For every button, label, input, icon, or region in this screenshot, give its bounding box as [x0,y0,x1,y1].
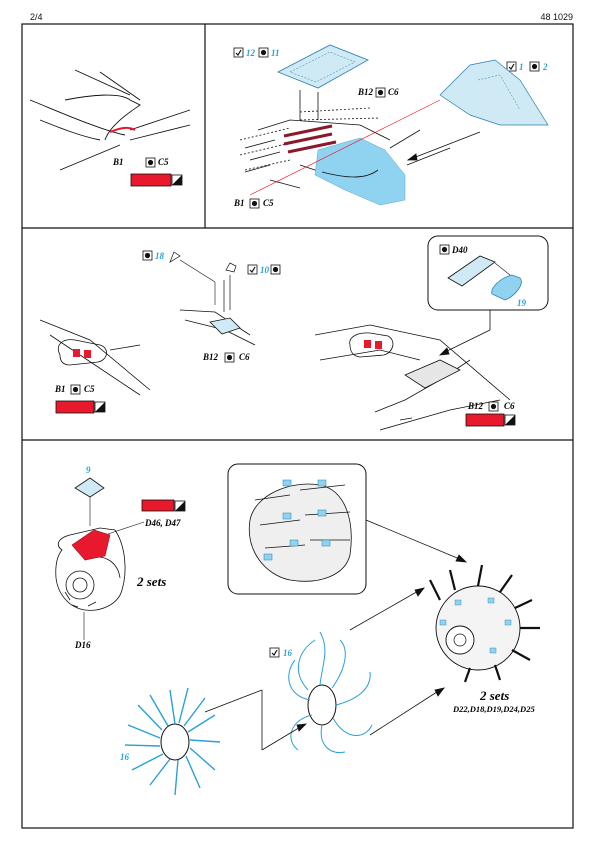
bend-icon [269,647,280,658]
red-color-swatch [130,173,172,187]
paint-chip-icon [258,47,269,58]
red-color-swatch [141,499,175,512]
paint-chip-icon [249,198,260,209]
engine-detail-inset [227,463,367,595]
bend-icon [504,414,516,426]
cockpit-floor-drawing [179,309,256,346]
part-9-label: 9 [86,465,91,475]
ignition-harness-installed [288,631,373,754]
red-guide-line [249,99,441,196]
arrow [406,131,481,161]
plate-part-9 [74,477,105,498]
frame [21,23,574,829]
label-c6: C6 [239,352,250,362]
part-16-label: 16 [120,752,130,762]
etched-canopy-part [439,59,549,126]
bend-icon [233,47,244,58]
part-12-label: 12 [246,48,256,58]
red-color-swatch [55,400,95,414]
red-detail [364,340,371,348]
label-d16: D16 [74,640,91,650]
label-b12: B12 [357,87,374,97]
part-18-label: 18 [155,251,165,261]
cockpit-drawing [239,90,451,189]
label-b1: B1 [233,198,245,208]
red-strips [283,124,337,154]
paint-chip-icon [488,401,499,412]
red-detail [84,350,91,358]
red-detail [73,349,80,357]
label-c5: C5 [84,384,95,394]
cockpit-tub [314,137,406,206]
label-b12: B12 [467,401,484,411]
small-part-10 [225,262,237,273]
label-b1: B1 [112,157,124,167]
paint-chip-icon [224,352,235,363]
part-11-label: 11 [271,48,280,58]
parts-list-label: D22,D18,D19,D24,D25 [452,704,535,714]
ignition-harness-flat [124,687,221,796]
bend-icon [247,264,258,275]
arrow [438,310,491,356]
sets-label: 2 sets [136,574,166,589]
etched-panel [277,44,369,89]
red-detail [71,529,111,561]
sets-label: 2 sets [479,688,509,703]
bend-icon [174,500,186,512]
part-2-label: 2 [542,62,548,72]
bend-icon [171,174,183,186]
paint-chip-icon [70,384,81,395]
reference-number: 48 1029 [540,12,573,22]
seat-drawing-right [314,324,511,431]
paint-chip-icon [375,87,386,98]
paint-chip-icon [145,157,156,168]
arrow [204,689,308,751]
radial-engine-drawing [429,564,540,683]
label-c6: C6 [388,87,399,97]
red-detail [375,341,382,349]
small-part-18 [169,251,181,263]
part-19-label: 19 [517,298,527,308]
bend-icon [506,61,517,72]
paint-chip-icon [270,264,281,275]
label-d46-d47: D46, D47 [144,518,181,528]
label-c6: C6 [504,401,515,411]
bend-icon [94,401,106,413]
paint-chip-icon [529,61,540,72]
label-c5: C5 [263,198,274,208]
paint-chip-icon [142,250,153,261]
label-b12: B12 [202,352,219,362]
label-d40: D40 [451,245,468,255]
page-number: 2/4 [30,12,43,22]
part-1-label: 1 [519,62,524,72]
wing-flap-drawing [29,69,191,171]
arrow [349,519,468,736]
part-10-label: 10 [260,265,270,275]
arrow [223,275,231,312]
red-color-swatch [465,413,505,427]
inset-box: D40 19 [427,235,549,311]
label-c5: C5 [158,157,169,167]
part-16-label: 16 [283,648,293,658]
label-b1: B1 [54,384,66,394]
